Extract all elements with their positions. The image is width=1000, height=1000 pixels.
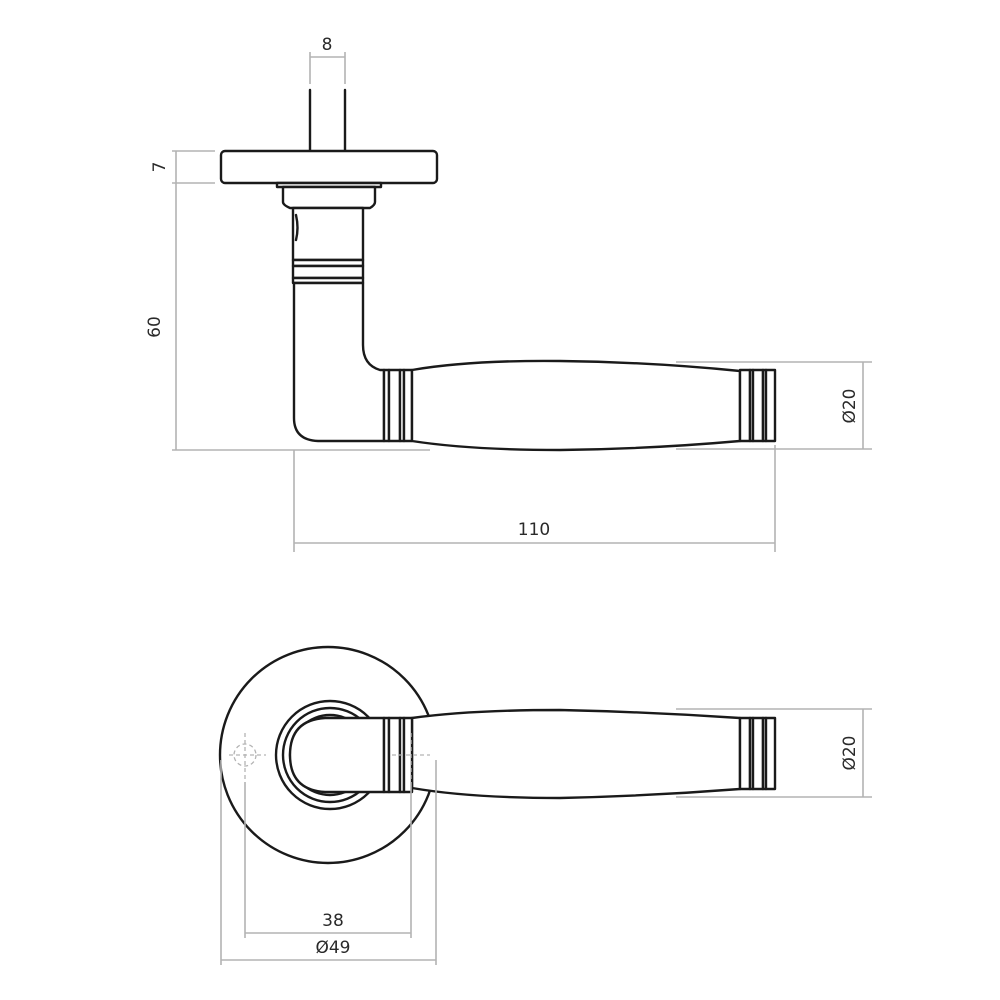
dim-spindle-width: 8 [322, 35, 333, 55]
end-ring-3 [764, 368, 777, 443]
lever-elbow [292, 281, 386, 443]
collar-ring-b [387, 368, 402, 443]
dim-grip-diameter-top: Ø20 [840, 735, 860, 770]
top-end-ring-2 [751, 716, 765, 791]
neck-highlight [294, 213, 299, 242]
rose-plate [219, 149, 439, 185]
top-lever-arm [288, 716, 386, 794]
dim-rose-diameter: Ø49 [315, 938, 350, 958]
dim-rose-thickness: 7 [150, 162, 170, 173]
top-lever-grip [410, 708, 742, 800]
neck-ring-2 [291, 264, 365, 280]
end-ring-2 [751, 368, 765, 443]
neck-collar [281, 185, 377, 210]
side-view-dimensions [172, 52, 872, 552]
end-ring-1 [738, 368, 752, 443]
neck [291, 206, 365, 262]
top-end-ring-1 [738, 716, 752, 791]
dim-handle-length: 110 [518, 520, 550, 540]
dim-grip-diameter-side: Ø20 [840, 388, 860, 423]
dim-handle-height: 60 [145, 316, 165, 338]
lever-grip [410, 359, 742, 452]
dim-screw-spacing: 38 [322, 911, 344, 931]
top-view [218, 645, 777, 865]
side-view [219, 88, 777, 452]
top-end-ring-3 [764, 716, 777, 791]
top-view-dimensions [220, 708, 872, 965]
